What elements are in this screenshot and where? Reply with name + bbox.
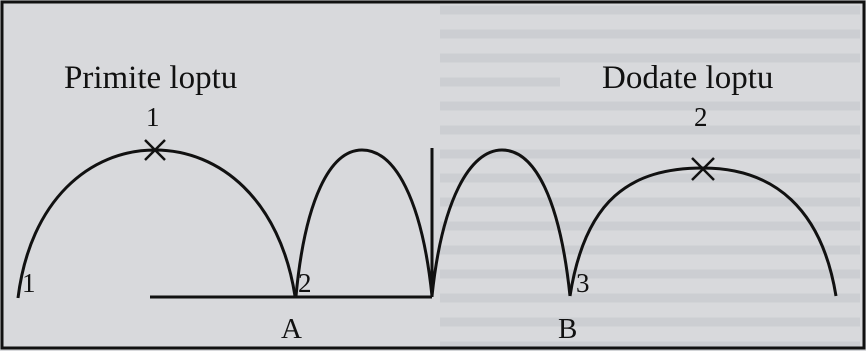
position-1: 1: [22, 268, 36, 298]
bleed-through-lines: [440, 5, 860, 351]
title-receive-ball: Primite loptu: [64, 60, 238, 96]
point-a: A: [281, 313, 302, 345]
peak-marker-2: 2: [694, 102, 708, 132]
arc-receive-1: [16, 148, 297, 299]
point-b: B: [558, 313, 578, 345]
cross-marker-1: [144, 139, 166, 161]
arc-3: [430, 148, 572, 297]
position-2: 2: [298, 268, 312, 298]
cross-marker-2: [691, 157, 715, 181]
position-3: 3: [576, 268, 590, 298]
peak-marker-1: 1: [146, 102, 160, 132]
title-pass-ball: Dodate loptu: [602, 60, 774, 96]
arc-2: [294, 148, 434, 297]
